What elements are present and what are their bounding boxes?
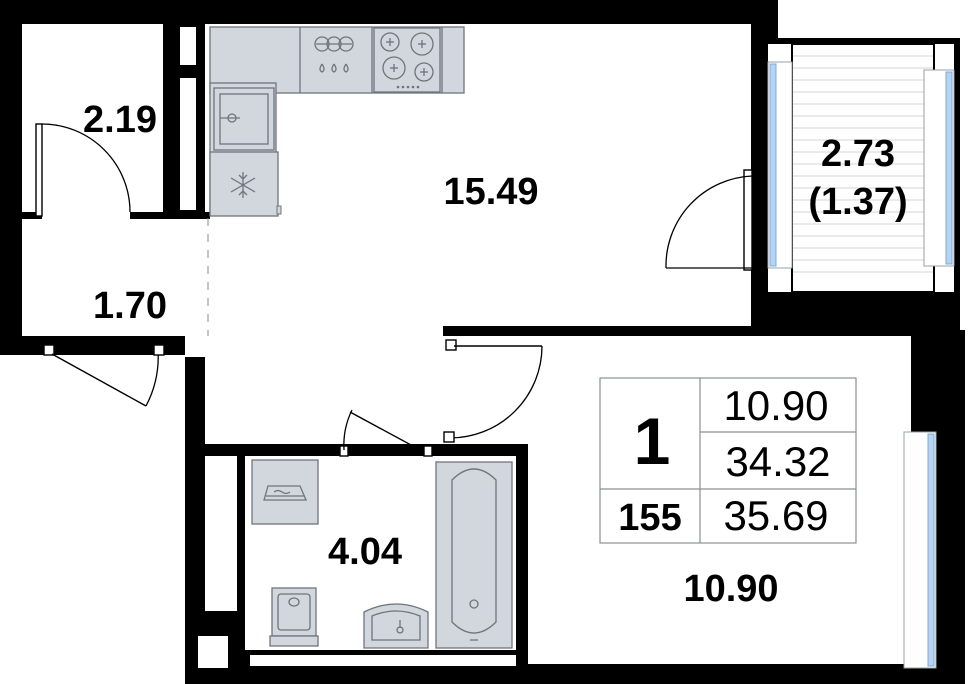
balcony-area-label: 2.73 — [821, 133, 895, 175]
kitchen-sink-icon — [314, 36, 354, 73]
apartment-number: 155 — [618, 497, 681, 539]
living-area-value: 10.90 — [723, 382, 828, 429]
oven-icon — [213, 87, 275, 151]
doors — [35, 123, 753, 457]
snowflake-icon — [209, 151, 282, 217]
bathroom-area-label: 4.04 — [328, 531, 402, 573]
balcony-reduced-area-label: (1.37) — [808, 181, 907, 223]
hall-area-label: 1.70 — [93, 285, 167, 327]
bathtub-icon — [435, 461, 513, 649]
storage-area-label: 2.19 — [83, 99, 157, 141]
bathroom-sink-icon — [363, 603, 429, 649]
apartment-info-table: 1 155 10.90 34.32 35.69 — [599, 377, 857, 544]
toilet-icon — [269, 587, 319, 647]
area-without-balcony-value: 34.32 — [725, 438, 830, 485]
bedroom-area-label: 10.90 — [683, 568, 778, 610]
washing-machine-icon — [251, 459, 319, 525]
total-area-value: 35.69 — [723, 492, 828, 539]
windows — [767, 61, 955, 669]
cooktop-icon — [373, 27, 441, 93]
room-floors — [22, 24, 954, 668]
kitchen-living-area-label: 15.49 — [443, 171, 538, 213]
room-count: 1 — [634, 404, 671, 478]
partitions — [22, 24, 768, 668]
